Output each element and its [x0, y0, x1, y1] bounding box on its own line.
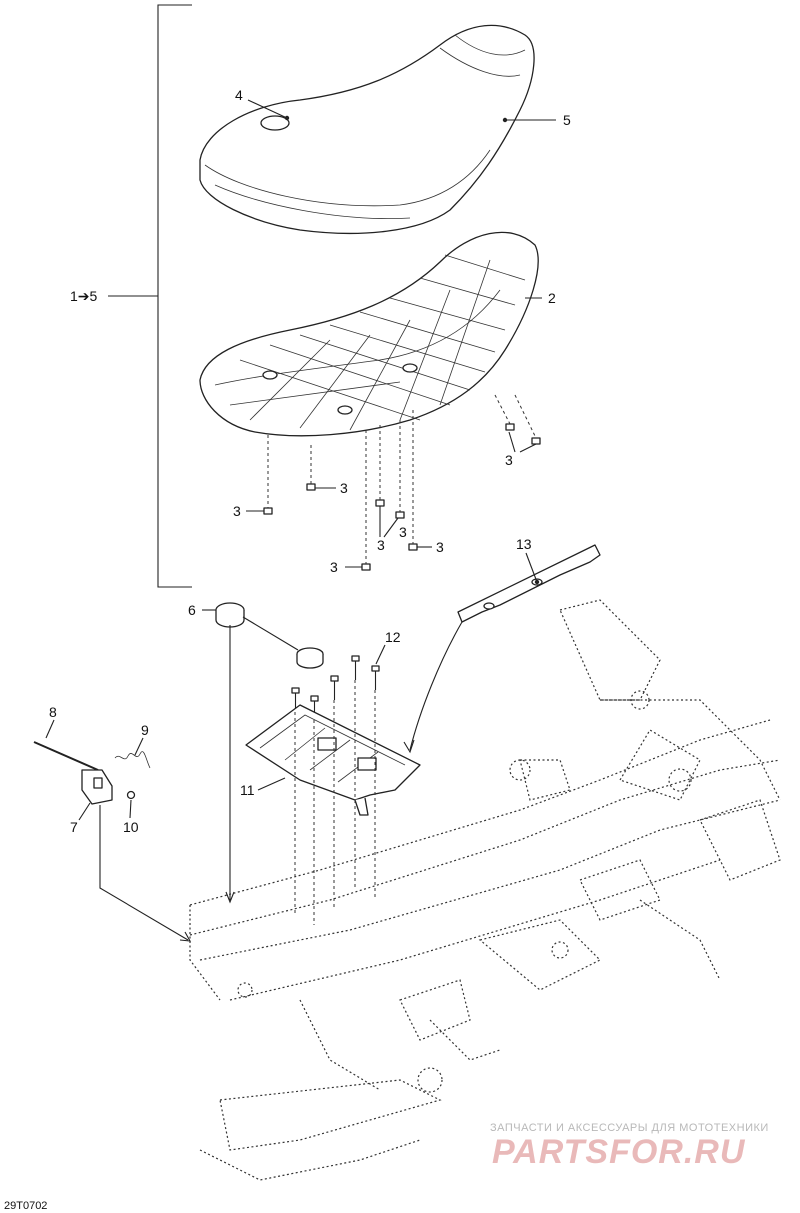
watermark-tagline: ЗАПЧАСТИ И АКСЕССУАРЫ ДЛЯ МОТОТЕХНИКИ: [490, 1122, 769, 1134]
callout-seat-assembly: 1➔5: [70, 288, 98, 304]
seat-base: [199, 231, 539, 437]
callout-nut: 3: [330, 559, 338, 575]
callout-nut: 3: [233, 503, 241, 519]
callout-nut: 3: [377, 537, 385, 553]
callout-seat-base: 2: [548, 290, 556, 306]
callout-heat-shield: 13: [516, 536, 532, 552]
callout-seat-cover: 5: [563, 112, 571, 128]
arrow-head: [403, 739, 415, 754]
grommets: [215, 602, 324, 669]
alignment-dashes-bracket: [294, 680, 376, 925]
callout-nut-latch: 10: [123, 819, 139, 835]
callout-nut: 3: [399, 524, 407, 540]
latch-assembly: [33, 741, 151, 805]
assembly-bracket: [108, 4, 192, 588]
mount-bracket: [245, 704, 421, 816]
leader-lines: [45, 99, 556, 821]
vehicle-frame: [189, 599, 781, 1181]
callout-nut: 3: [340, 480, 348, 496]
fastener-nuts: [263, 423, 541, 571]
heat-shield-arrow: [409, 621, 463, 751]
callout-mount-bracket: 11: [240, 782, 255, 798]
callout-bolt: 12: [385, 629, 401, 645]
grommet-link: [242, 616, 299, 651]
latch-arrow: [99, 805, 189, 941]
callout-grommet: 6: [188, 602, 196, 618]
watermark-logo: PARTSFOR.RU: [492, 1133, 746, 1171]
callout-nut: 3: [436, 539, 444, 555]
callout-seat-cover-patch: 4: [235, 87, 243, 103]
callout-spring: 9: [141, 722, 149, 738]
heat-shield: [457, 544, 601, 623]
callout-latch: 7: [70, 819, 78, 835]
illustration-code: 29T0702: [4, 1200, 47, 1212]
callout-nut: 3: [505, 452, 513, 468]
arrow-head: [225, 891, 235, 904]
callouts: 4 5 1➔5 2 3 3 3 3 3 3 3 13 6 12 8 9 11 7…: [49, 87, 571, 835]
alignment-dashes-seat: [267, 394, 537, 564]
seat-cover: [199, 24, 535, 235]
watermark: ЗАПЧАСТИ И АКСЕССУАРЫ ДЛЯ МОТОТЕХНИКИ PA…: [490, 1122, 769, 1171]
callout-latch-pin: 8: [49, 704, 57, 720]
